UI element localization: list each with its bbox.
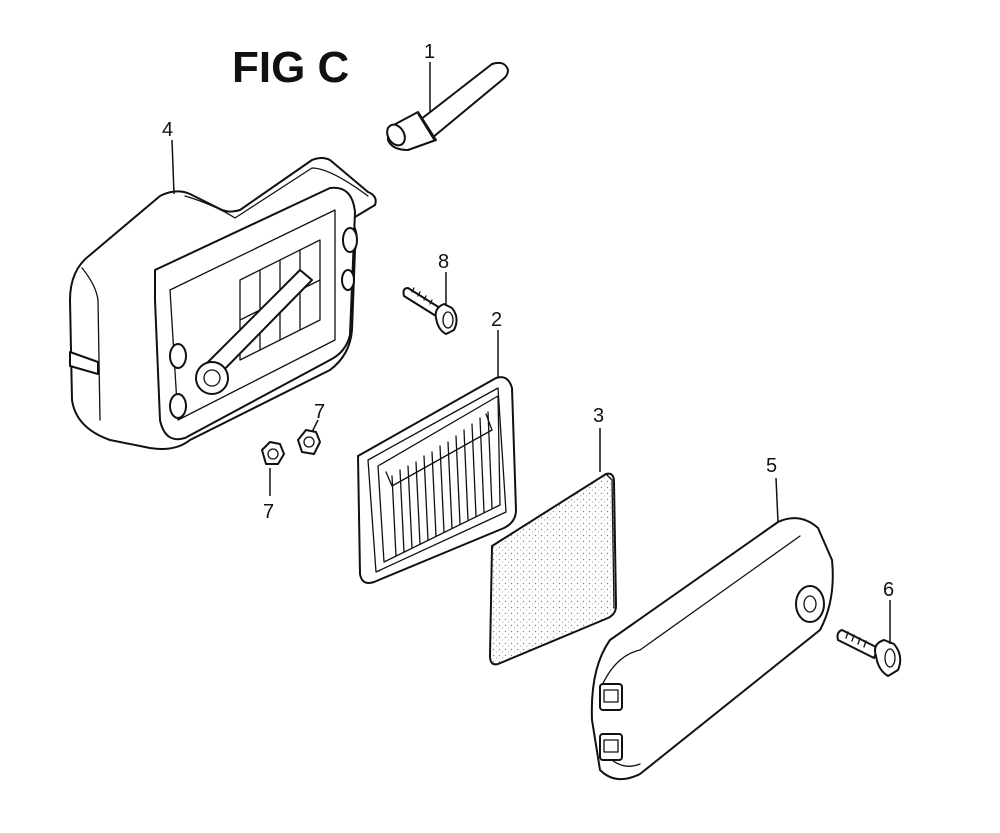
figure-title: FIG C	[232, 43, 349, 92]
leader-5	[775, 477, 779, 523]
callout-4: 4	[162, 119, 173, 141]
callout-2: 2	[491, 309, 502, 331]
part-1-tube	[386, 61, 509, 151]
part-4-air-cleaner-case	[69, 157, 377, 450]
callout-7a: 7	[263, 501, 274, 523]
callout-5: 5	[766, 455, 777, 477]
part-3-pre-filter	[489, 472, 617, 666]
callout-8: 8	[438, 251, 449, 273]
callout-1: 1	[424, 41, 435, 63]
callout-3: 3	[593, 405, 604, 427]
part-7-nut-b	[297, 429, 321, 455]
part-7-nut-a	[261, 441, 285, 465]
part-8-bolt	[402, 287, 458, 335]
leader-4	[171, 139, 175, 195]
callout-6: 6	[883, 579, 894, 601]
callout-7b: 7	[314, 401, 325, 423]
part-2-filter-element	[357, 376, 517, 584]
leader-7b	[311, 419, 319, 433]
part-5-cover	[590, 517, 834, 781]
part-6-wing-bolt	[836, 629, 902, 677]
